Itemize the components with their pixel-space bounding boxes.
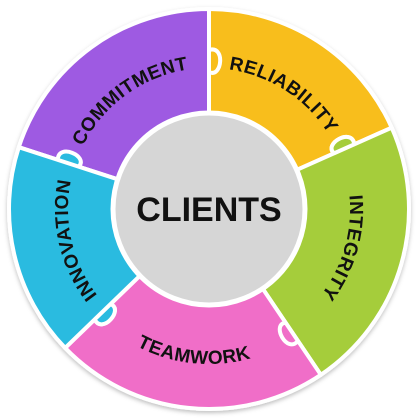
center-circle: [110, 110, 308, 308]
center-label: CLIENTS: [136, 191, 281, 229]
